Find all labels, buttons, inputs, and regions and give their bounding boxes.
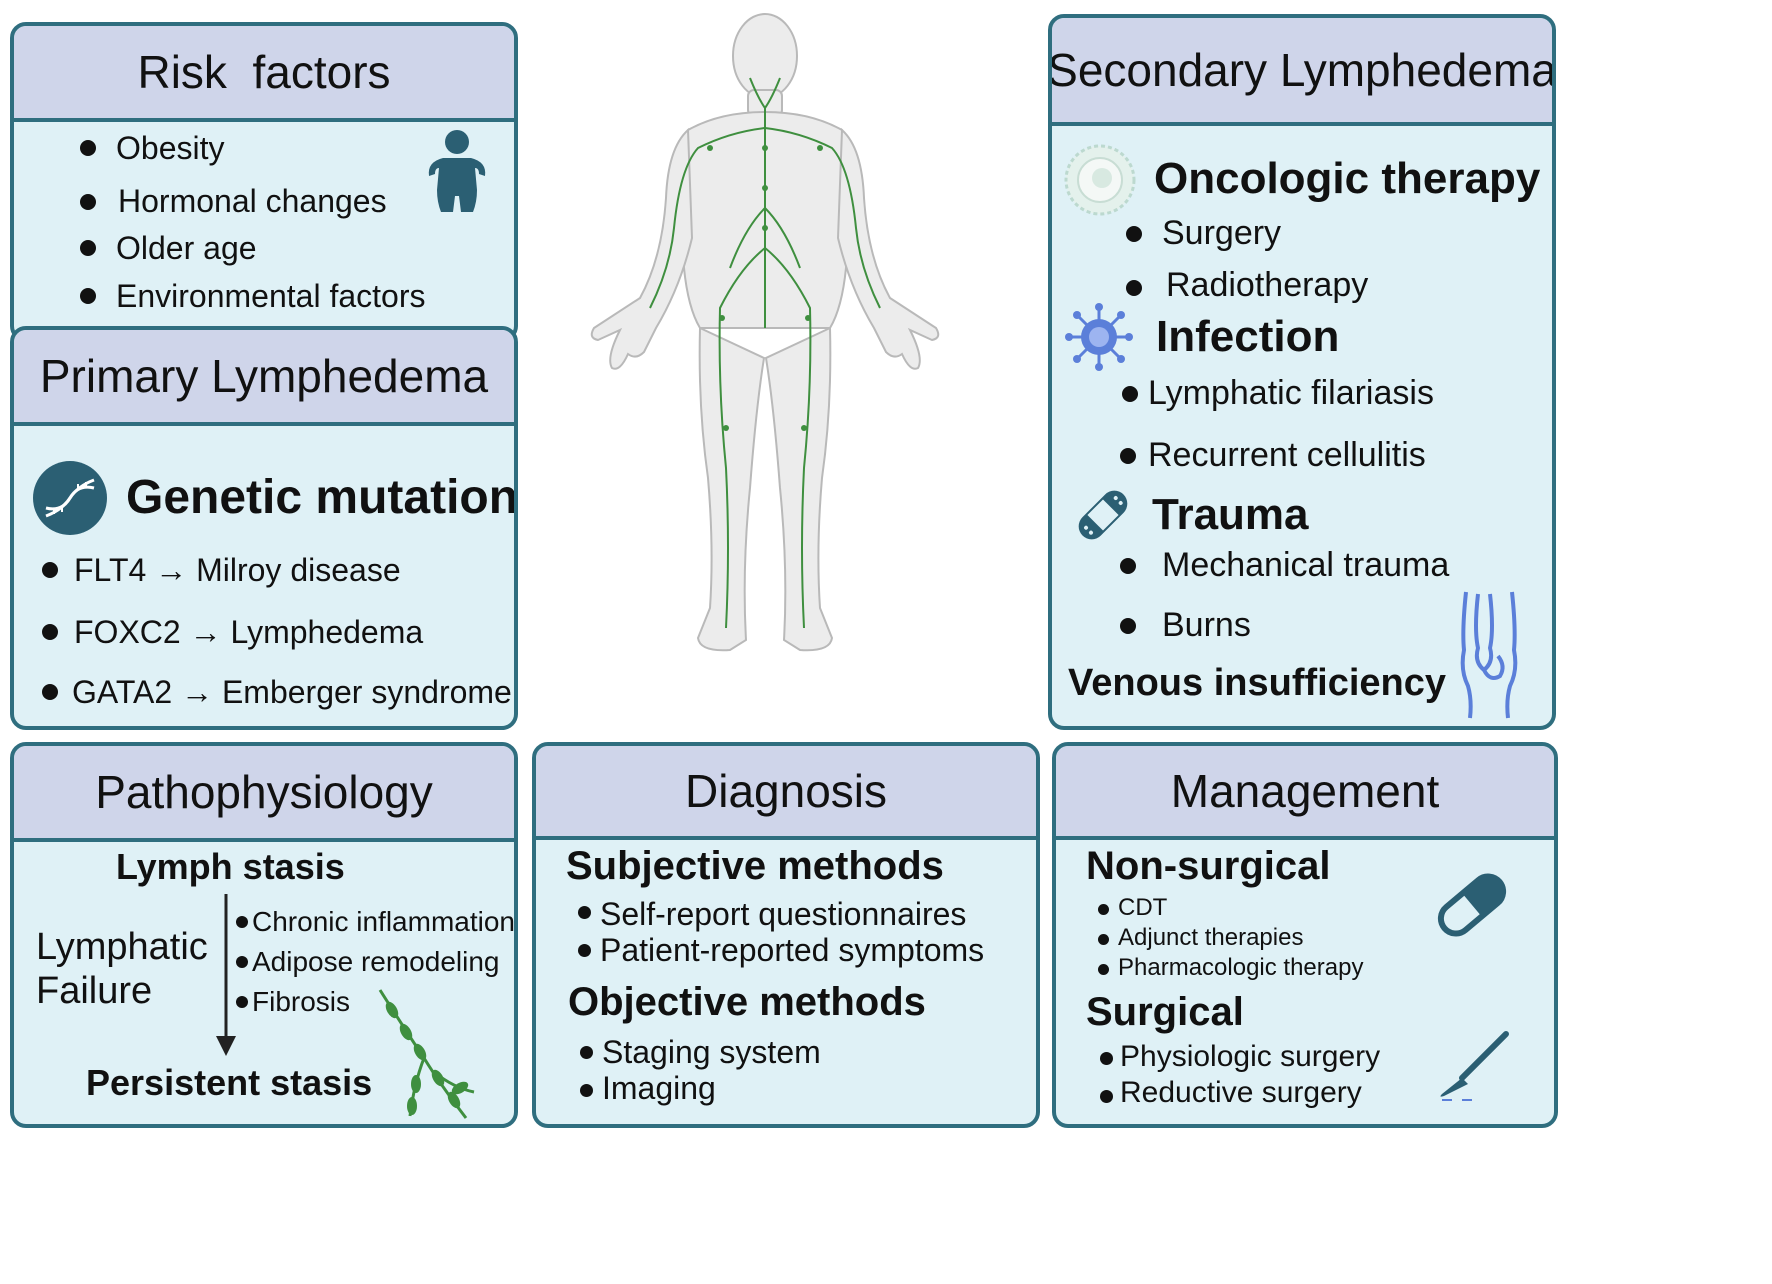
lymph-stasis-label: Lymph stasis	[116, 846, 345, 887]
patho-item-inflammation: Chronic inflammation	[252, 906, 515, 937]
bullet	[236, 916, 248, 928]
subjective-heading: Subjective methods	[566, 844, 944, 888]
secondary-title: Secondary Lymphedema	[1048, 44, 1556, 96]
risk-factors-title: Risk factors	[137, 46, 391, 98]
nonsurgical-item-pharmacologic: Pharmacologic therapy	[1118, 954, 1364, 981]
primary-item-foxc2: FOXC2 → Lymphedema	[74, 614, 424, 650]
primary-lymphedema-panel: Primary Lymphedema Genetic mutation FLT4…	[10, 326, 518, 730]
human-lymphatic-system-icon	[590, 13, 940, 652]
infection-item-cellulitis: Recurrent cellulitis	[1148, 436, 1426, 474]
risk-item-environment: Environmental factors	[116, 278, 426, 314]
risk-factors-panel: Risk factors Obesity Hormonal changes Ol…	[10, 22, 518, 342]
risk-factors-header: Risk factors	[14, 26, 514, 122]
surgical-heading: Surgical	[1086, 990, 1244, 1034]
bullet	[236, 956, 248, 968]
primary-title: Primary Lymphedema	[39, 350, 489, 402]
subjective-item-questionnaires: Self-report questionnaires	[600, 896, 967, 932]
primary-item-flt4: FLT4 → Milroy disease	[74, 552, 401, 588]
objective-item-imaging: Imaging	[602, 1070, 716, 1106]
risk-item-hormonal: Hormonal changes	[118, 183, 387, 219]
nonsurgical-heading: Non-surgical	[1086, 844, 1331, 888]
bullet	[236, 996, 248, 1008]
oncologic-item-radiotherapy: Radiotherapy	[1166, 266, 1369, 304]
patho-item-fibrosis: Fibrosis	[252, 986, 351, 1017]
primary-heading: Genetic mutation	[126, 471, 518, 524]
secondary-lymphedema-panel: Secondary Lymphedema Oncologic therapy S…	[1048, 14, 1556, 730]
pathophysiology-title: Pathophysiology	[95, 766, 433, 818]
nonsurgical-item-adjunct: Adjunct therapies	[1118, 924, 1304, 951]
risk-item-age: Older age	[116, 230, 257, 266]
objective-heading: Objective methods	[568, 980, 926, 1024]
bullet	[1122, 386, 1138, 402]
bullet	[1126, 226, 1142, 242]
surgical-item-physiologic: Physiologic surgery	[1120, 1040, 1381, 1073]
down-arrow-icon	[216, 894, 236, 1056]
patho-item-adipose: Adipose remodeling	[252, 946, 500, 977]
surgical-item-reductive: Reductive surgery	[1120, 1076, 1362, 1109]
bullet	[1100, 1090, 1113, 1103]
oncologic-heading: Oncologic therapy	[1154, 154, 1541, 203]
nonsurgical-item-cdt: CDT	[1118, 894, 1168, 921]
objective-item-staging: Staging system	[602, 1034, 821, 1070]
infection-heading: Infection	[1156, 312, 1340, 361]
primary-header: Primary Lymphedema	[14, 330, 514, 426]
bullet	[1120, 448, 1136, 464]
dna-icon	[33, 461, 107, 535]
cancer-cell-icon	[1064, 144, 1136, 216]
scalpel-icon	[1440, 1031, 1509, 1101]
subjective-item-symptoms: Patient-reported symptoms	[600, 932, 985, 968]
management-header: Management	[1056, 746, 1554, 840]
bullet	[580, 1046, 593, 1059]
bullet	[580, 1084, 593, 1097]
venous-heading: Venous insufficiency	[1068, 662, 1446, 704]
risk-item-obesity: Obesity	[116, 130, 225, 166]
trauma-item-mechanical: Mechanical trauma	[1162, 546, 1450, 584]
bullet	[42, 684, 58, 700]
capsule-icon	[1437, 873, 1507, 937]
diagnosis-panel: Diagnosis Subjective methods Self-report…	[532, 742, 1040, 1128]
lymphatic-failure-label-2: Failure	[36, 970, 153, 1012]
bullet	[1098, 934, 1109, 945]
primary-item-gata2: GATA2 → Emberger syndrome	[72, 674, 512, 710]
virus-icon	[1065, 303, 1133, 371]
bullet	[80, 140, 96, 156]
bullet	[1120, 618, 1136, 634]
varicose-veins-icon	[1460, 591, 1518, 719]
pathophysiology-header: Pathophysiology	[14, 746, 514, 842]
bullet	[1098, 964, 1109, 975]
lymph-vessel-icon	[378, 989, 475, 1119]
bullet	[1126, 280, 1142, 296]
trauma-item-burns: Burns	[1162, 606, 1251, 644]
diagnosis-title: Diagnosis	[685, 765, 887, 817]
bullet	[578, 906, 591, 919]
bandage-icon	[1078, 490, 1128, 540]
management-title: Management	[1170, 765, 1440, 817]
secondary-header: Secondary Lymphedema	[1052, 18, 1552, 126]
trauma-heading: Trauma	[1152, 490, 1309, 539]
bullet	[80, 288, 96, 304]
persistent-stasis-label: Persistent stasis	[86, 1062, 373, 1103]
bullet	[1098, 904, 1109, 915]
bullet	[80, 240, 96, 256]
bullet	[1100, 1052, 1113, 1065]
infection-item-filariasis: Lymphatic filariasis	[1148, 374, 1434, 412]
bullet	[578, 944, 591, 957]
bullet	[42, 562, 58, 578]
bullet	[1120, 558, 1136, 574]
management-panel: Management Non-surgical CDT Adjunct ther…	[1052, 742, 1558, 1128]
obese-person-icon	[428, 130, 486, 212]
oncologic-item-surgery: Surgery	[1162, 214, 1282, 252]
diagnosis-header: Diagnosis	[536, 746, 1036, 840]
lymphatic-failure-label-1: Lymphatic	[36, 926, 208, 968]
bullet	[80, 194, 96, 210]
pathophysiology-panel: Pathophysiology Lymph stasis Lymphatic F…	[10, 742, 518, 1128]
bullet	[42, 624, 58, 640]
